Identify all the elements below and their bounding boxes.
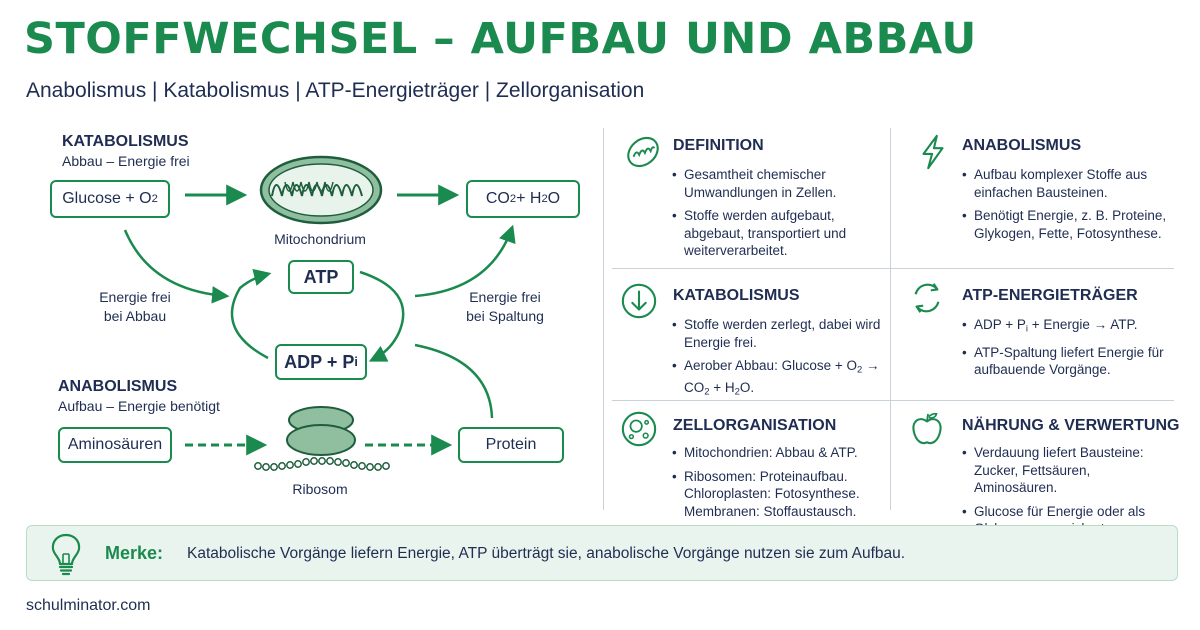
- cycle-arrows-icon: [914, 283, 940, 313]
- lightbulb-icon: [51, 533, 81, 576]
- down-arrow-circle-icon: [621, 283, 657, 319]
- list-item: Stoffe werden aufgebaut, abgebaut, trans…: [672, 207, 877, 260]
- cell-definition-list: Gesamtheit chemischer Umwandlungen in Ze…: [672, 166, 877, 266]
- list-item: Gesamtheit chemischer Umwandlungen in Ze…: [672, 166, 877, 201]
- list-item: Stoffe werden zerlegt, dabei wird Energi…: [672, 316, 882, 351]
- energie-spaltung-label: Energie frei bei Spaltung: [466, 289, 544, 324]
- aminosaeuren-box: Aminosäuren: [58, 427, 172, 463]
- mitochondrion-illustration: [259, 155, 383, 225]
- cell-zellorganisation-title: ZELLORGANISATION: [673, 417, 837, 434]
- katabolismus-heading: KATABOLISMUS: [62, 133, 189, 150]
- apple-icon: [912, 412, 942, 445]
- list-item: Aerober Abbau: Glucose + O2 → CO2 + H2O.: [672, 357, 882, 401]
- cell-katabolismus-title: KATABOLISMUS: [673, 287, 800, 304]
- arrow-atp-to-co2-curve: [414, 224, 516, 298]
- grid-divider-row1: [612, 268, 1174, 269]
- arrow-glucose-to-atp-curve: [123, 229, 230, 304]
- mitochondrion-icon: [627, 136, 659, 168]
- grid-divider-middle: [890, 128, 891, 510]
- arrow-atp-to-adp-cycle: [359, 270, 405, 362]
- list-item: Mitochondrien: Abbau & ATP.: [672, 444, 884, 462]
- katabolismus-subheading: Abbau – Energie frei: [62, 153, 190, 169]
- atp-box: ATP: [288, 260, 354, 294]
- lightning-icon: [922, 134, 944, 170]
- list-item: Verdauung liefert Bausteine: Zucker, Fet…: [962, 444, 1174, 497]
- arrow-adp-to-atp-cycle: [230, 268, 272, 360]
- list-item: Benötigt Energie, z. B. Proteine, Glykog…: [962, 207, 1172, 242]
- arrow-adp-to-protein-curve: [414, 343, 494, 419]
- merke-text: Katabolische Vorgänge liefern Energie, A…: [187, 545, 906, 562]
- grid-divider-left: [603, 128, 604, 510]
- grid-divider-row2: [612, 400, 1174, 401]
- merke-box: Merke: Katabolische Vorgänge liefern Ene…: [26, 525, 1178, 581]
- cell-anabolismus-title: ANABOLISMUS: [962, 137, 1082, 154]
- list-item: ADP + Pi + Energie → ATP.: [962, 316, 1172, 338]
- cell-zellorganisation-list: Mitochondrien: Abbau & ATP. Ribosomen: P…: [672, 444, 884, 526]
- cell-atp-title: ATP-ENERGIETRÄGER: [962, 287, 1138, 304]
- ribosome-illustration: [254, 406, 390, 471]
- page-subtitle: Anabolismus | Katabolismus | ATP-Energie…: [26, 79, 645, 102]
- cell-atp-list: ADP + Pi + Energie → ATP. ATP-Spaltung l…: [962, 316, 1172, 385]
- cell-icon: [621, 411, 657, 447]
- mitochondrium-label: Mitochondrium: [274, 231, 366, 247]
- merke-label: Merke:: [105, 543, 164, 563]
- cell-katabolismus-list: Stoffe werden zerlegt, dabei wird Energi…: [672, 316, 882, 407]
- ribosom-label: Ribosom: [292, 481, 348, 497]
- list-item: Aufbau komplexer Stoffe aus einfachen Ba…: [962, 166, 1172, 201]
- cell-nahrung-title: NÄHRUNG & VERWERTUNG: [962, 417, 1180, 434]
- metabolism-diagram: [123, 155, 516, 471]
- cell-definition-title: DEFINITION: [673, 137, 764, 154]
- energie-abbau-label: Energie frei bei Abbau: [99, 289, 171, 324]
- cell-anabolismus-list: Aufbau komplexer Stoffe aus einfachen Ba…: [962, 166, 1172, 248]
- list-item: ATP-Spaltung liefert Energie für aufbaue…: [962, 344, 1172, 379]
- page-title: STOFFWECHSEL – AUFBAU UND ABBAU: [24, 14, 977, 64]
- anabolismus-heading: ANABOLISMUS: [58, 378, 178, 395]
- protein-box: Protein: [458, 427, 564, 463]
- list-item: Ribosomen: Proteinaufbau. Chloroplasten:…: [672, 468, 884, 521]
- anabolismus-subheading: Aufbau – Energie benötigt: [58, 398, 220, 414]
- footer-website: schulminator.com: [26, 597, 151, 614]
